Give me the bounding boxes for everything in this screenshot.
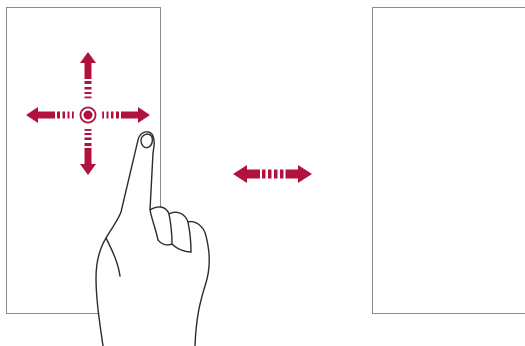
arrow-down-icon <box>80 129 96 175</box>
arrow-left-icon <box>26 107 74 123</box>
four-way-drag-arrows <box>26 52 150 175</box>
horizontal-swap-arrow-icon <box>233 165 312 183</box>
arrow-right-icon <box>102 107 150 123</box>
arrow-up-icon <box>80 52 96 98</box>
touch-point-icon <box>81 108 96 123</box>
finger-hand-icon <box>96 132 209 346</box>
right-screen-outline <box>373 8 525 314</box>
